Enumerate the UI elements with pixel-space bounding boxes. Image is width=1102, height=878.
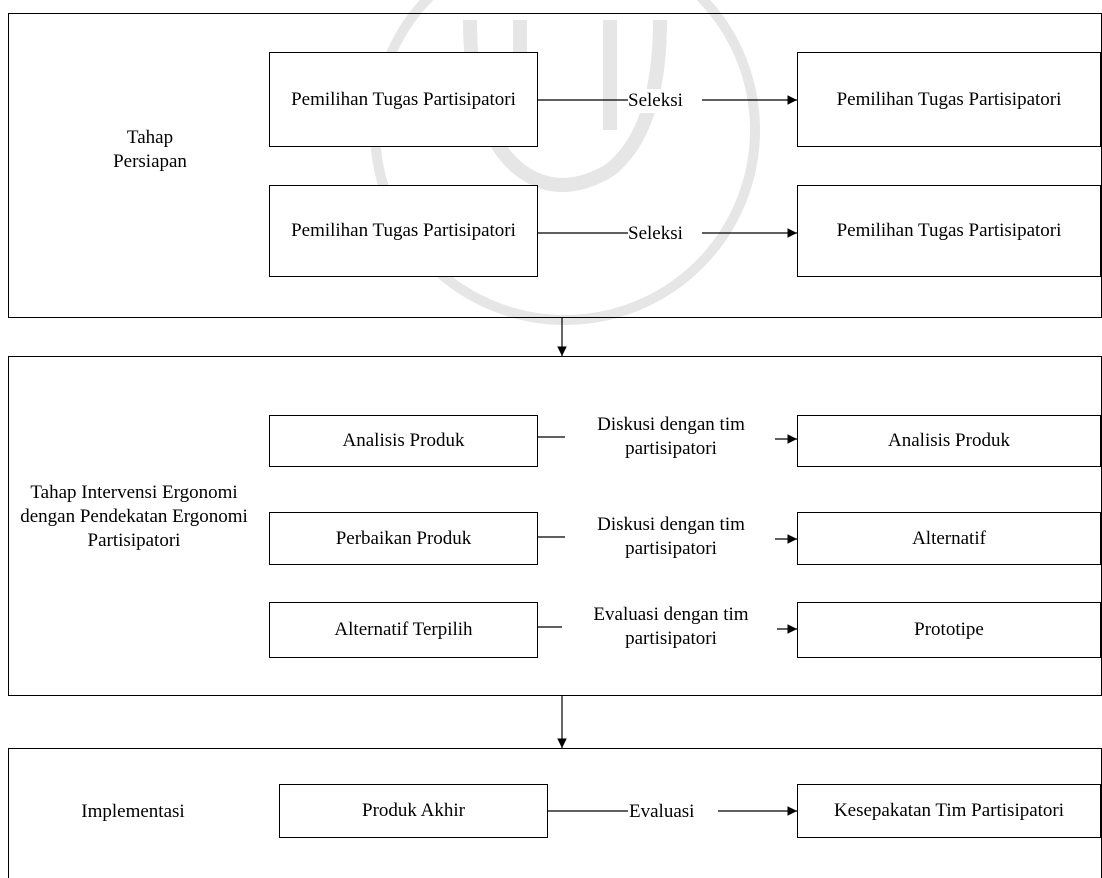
stage-label-intervensi: Tahap Intervensi Ergonomi dengan Pendeka… xyxy=(20,482,248,551)
stage-label-implementasi: Implementasi xyxy=(81,801,185,822)
target-box: Pemilihan Tugas Partisipatori xyxy=(797,52,1101,147)
source-box: Pemilihan Tugas Partisipatori xyxy=(269,52,538,147)
target-box: Analisis Produk xyxy=(797,415,1101,467)
connector-label: Diskusi dengan tim partisipatori xyxy=(565,513,777,561)
connector-label: Seleksi xyxy=(627,89,684,113)
connector-label: Diskusi dengan tim partisipatori xyxy=(565,413,777,461)
connector-label: Evaluasi xyxy=(628,800,696,824)
source-box: Pemilihan Tugas Partisipatori xyxy=(269,185,538,277)
target-box: Pemilihan Tugas Partisipatori xyxy=(797,185,1101,277)
stage-label-persiapan: Tahap Persiapan xyxy=(113,127,187,172)
target-box: Alternatif xyxy=(797,512,1101,565)
target-box: Kesepakatan Tim Partisipatori xyxy=(797,784,1101,838)
connector-label: Evaluasi dengan tim partisipatori xyxy=(560,603,782,651)
source-box: Alternatif Terpilih xyxy=(269,602,538,658)
connector-label: Seleksi xyxy=(627,222,684,246)
source-box: Perbaikan Produk xyxy=(269,512,538,565)
target-box: Prototipe xyxy=(797,602,1101,658)
source-box: Produk Akhir xyxy=(279,784,548,838)
source-box: Analisis Produk xyxy=(269,415,538,467)
